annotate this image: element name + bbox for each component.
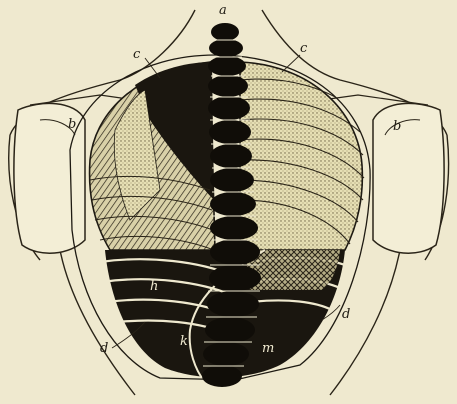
label-m: m [262, 341, 274, 356]
label-a-top: a [219, 3, 227, 18]
label-c-right: c [300, 41, 308, 56]
label-h: h [150, 279, 158, 294]
label-a-bottom: a [214, 385, 222, 400]
label-k: k [180, 334, 188, 349]
lower-right-hatched [245, 250, 340, 290]
label-b-right: b [393, 119, 401, 134]
label-d-right: d [342, 307, 350, 322]
label-b-left: b [68, 117, 76, 132]
right-lung [240, 62, 362, 250]
label-c-left: c [133, 47, 141, 62]
label-d-left: d [100, 341, 108, 356]
